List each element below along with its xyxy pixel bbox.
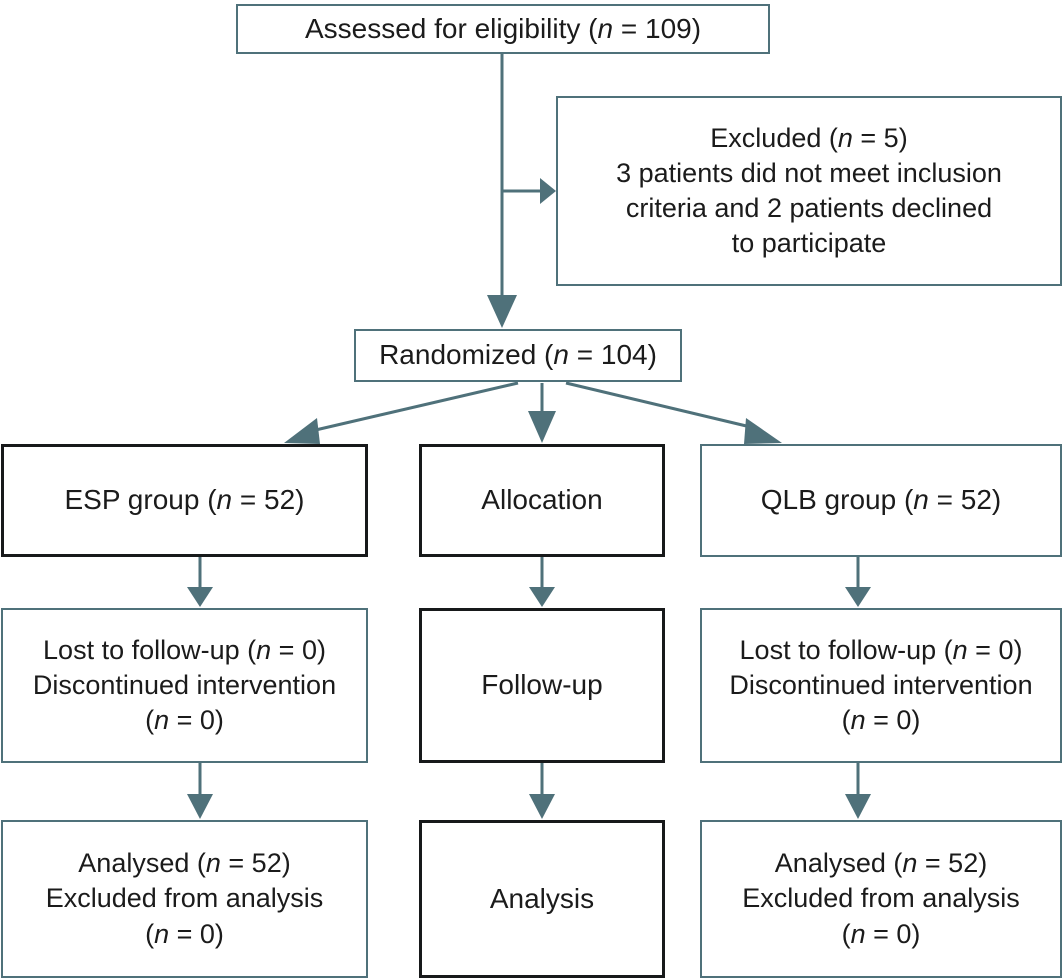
italic-n: n: [850, 918, 866, 949]
text-line: Analysed (n = 52): [774, 848, 988, 879]
italic-n: n: [837, 122, 853, 153]
assessed-for-eligibility-text: Assessed for eligibility (n = 109): [238, 11, 768, 47]
italic-n: n: [154, 918, 170, 949]
text-line: Follow-up: [481, 669, 603, 701]
edge-randomized-to-allocation-arrowhead: [528, 411, 556, 443]
italic-n: n: [850, 705, 866, 736]
italic-n: n: [952, 634, 968, 665]
text-line: Lost to follow-up (n = 0): [739, 634, 1023, 665]
text-line: Discontinued intervention: [729, 669, 1033, 700]
edge-qlb-alloc-fu-arrowhead: [845, 587, 871, 607]
qlb-group-allocation-text: QLB group (n = 52): [702, 482, 1060, 518]
italic-n: n: [902, 848, 918, 879]
assessed-for-eligibility-box: Assessed for eligibility (n = 109): [236, 4, 770, 54]
italic-n: n: [154, 705, 170, 736]
text-line: QLB group (n = 52): [760, 484, 1002, 516]
qlb-group-analysis-text: Analysed (n = 52) Excluded from analysis (…: [702, 846, 1060, 951]
edge-alloc-fu-arrowhead: [529, 587, 555, 607]
allocation-stage-text: Allocation: [422, 482, 662, 518]
randomized-text: Randomized (n = 104): [356, 337, 680, 373]
edge-esp-fu-an-arrowhead: [187, 794, 213, 819]
text-line: Analysed (n = 52): [78, 848, 291, 879]
followup-stage-box: Follow-up: [419, 608, 665, 763]
analysis-stage-box: Analysis: [419, 820, 665, 978]
edge-assessed-to-randomized-arrowhead: [487, 295, 517, 328]
italic-n: n: [913, 484, 929, 516]
edge-randomized-to-esp-stem: [306, 381, 519, 434]
edge-assessed-to-excluded-arrowhead: [540, 178, 556, 204]
text-line: ESP group (n = 52): [64, 484, 305, 516]
text-line: Assessed for eligibility (n = 109): [304, 12, 702, 44]
esp-group-analysis-text: Analysed (n = 52) Excluded from analysis (…: [3, 846, 366, 951]
text-line: to participate: [731, 228, 887, 259]
text-line: Excluded (n = 5): [710, 122, 908, 153]
italic-n: n: [256, 634, 272, 665]
text-line: Discontinued intervention: [32, 669, 337, 700]
text-line: (n = 0): [841, 705, 921, 736]
text-line: Lost to follow-up (n = 0): [43, 634, 326, 665]
excluded-box: Excluded (n = 5) 3 patients did not meet …: [556, 96, 1062, 286]
text-line: Analysis: [489, 882, 595, 914]
text-line: criteria and 2 patients declined: [625, 193, 993, 223]
esp-group-followup-text: Lost to follow-up (n = 0) Discontinued in…: [3, 633, 366, 738]
italic-n: n: [597, 12, 614, 44]
edge-randomized-to-qlb-stem: [565, 381, 760, 431]
italic-n: n: [205, 848, 221, 879]
edge-qlb-fu-an-arrowhead: [845, 794, 871, 819]
randomized-box: Randomized (n = 104): [354, 329, 682, 382]
text-line: Excluded from analysis: [45, 883, 324, 914]
text-line: (n = 0): [145, 918, 224, 949]
edge-randomized-to-esp-arrowhead: [284, 418, 320, 444]
excluded-text: Excluded (n = 5) 3 patients did not meet …: [558, 121, 1060, 261]
qlb-group-followup-box: Lost to follow-up (n = 0) Discontinued in…: [700, 608, 1062, 763]
qlb-group-analysis-box: Analysed (n = 52) Excluded from analysis (…: [700, 820, 1062, 978]
esp-group-allocation-text: ESP group (n = 52): [4, 482, 365, 518]
text-line: Excluded from analysis: [742, 883, 1020, 914]
qlb-group-followup-text: Lost to follow-up (n = 0) Discontinued in…: [702, 633, 1060, 738]
text-line: Allocation: [481, 484, 603, 516]
esp-group-allocation-box: ESP group (n = 52): [1, 444, 368, 557]
esp-group-followup-box: Lost to follow-up (n = 0) Discontinued in…: [1, 608, 368, 763]
italic-n: n: [216, 484, 233, 516]
edge-randomized-to-qlb-arrowhead: [744, 418, 782, 444]
italic-n: n: [553, 339, 569, 371]
allocation-stage-box: Allocation: [419, 444, 665, 557]
text-line: (n = 0): [145, 705, 224, 736]
followup-stage-text: Follow-up: [422, 667, 662, 703]
edge-fu-an-arrowhead: [529, 794, 555, 819]
text-line: (n = 0): [841, 918, 921, 949]
edge-esp-alloc-fu-arrowhead: [187, 587, 213, 607]
text-line: 3 patients did not meet inclusion: [616, 157, 1002, 188]
esp-group-analysis-box: Analysed (n = 52) Excluded from analysis (…: [1, 820, 368, 978]
analysis-stage-text: Analysis: [422, 881, 662, 917]
text-line: Randomized (n = 104): [379, 339, 657, 371]
qlb-group-allocation-box: QLB group (n = 52): [700, 444, 1062, 557]
